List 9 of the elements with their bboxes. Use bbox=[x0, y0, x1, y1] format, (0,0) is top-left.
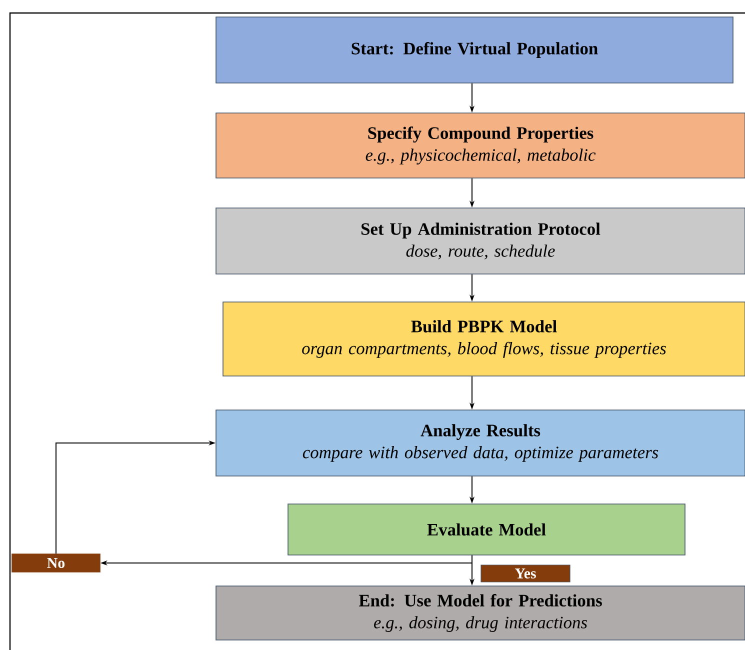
process-box: Set Up Administration Protocol dose, route, schedule bbox=[216, 208, 745, 274]
process-box: Build PBPK Model organ compartments, blood flows, tissue properties bbox=[222, 302, 745, 376]
process-box: Analyze Results compare with observed data, optimize parameters bbox=[216, 410, 745, 476]
process-box: Start: Define Virtual Population bbox=[216, 16, 734, 84]
process-box: Evaluate Model bbox=[288, 504, 686, 556]
process-box: Specify Compound Properties e.g., physicochemical, metabolic bbox=[216, 112, 745, 178]
edge-label: Yes bbox=[480, 564, 570, 582]
decision-tag: No bbox=[12, 554, 100, 572]
process-box: End: Use Model for Predictions e.g., dosing, drug interactions bbox=[216, 586, 745, 640]
